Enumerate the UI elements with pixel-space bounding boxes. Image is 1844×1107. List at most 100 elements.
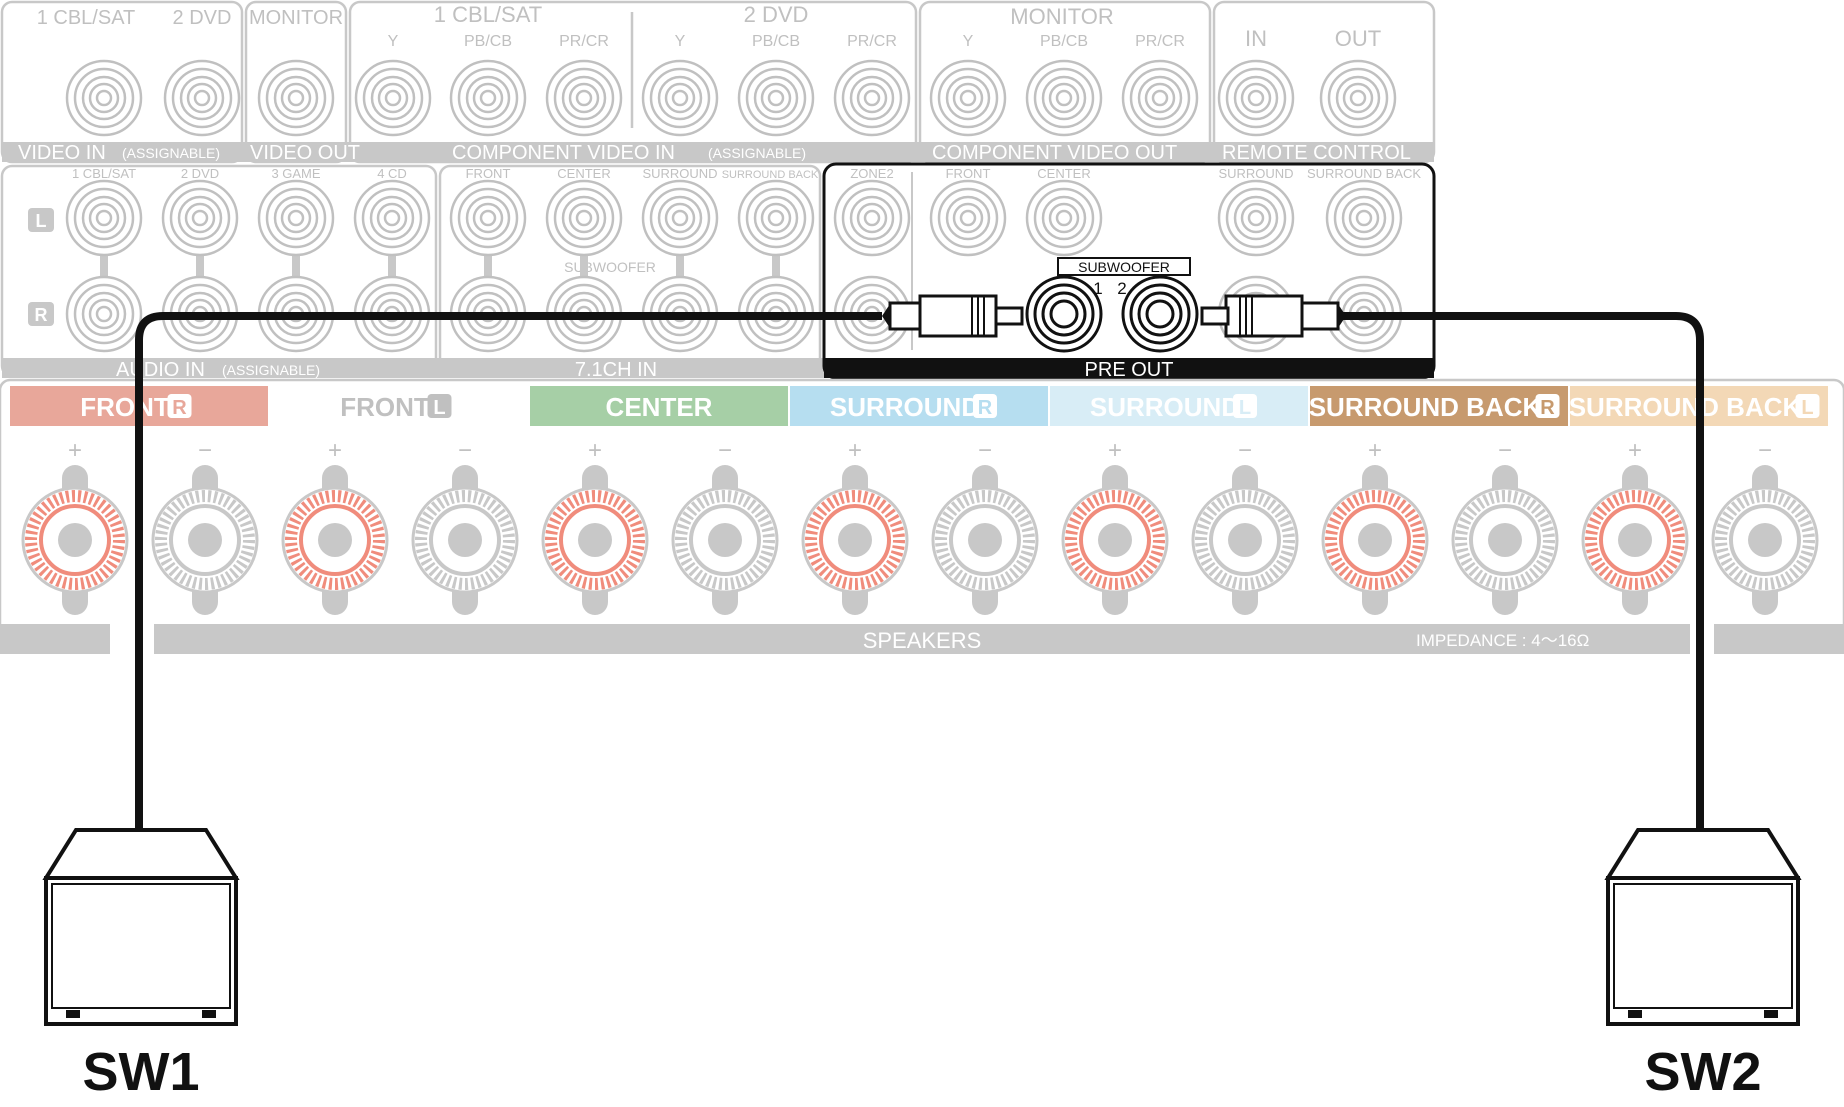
sw2-label: SW2 [1644,1042,1761,1102]
remote-in-jack [1217,59,1295,137]
speaker-group-2-header [530,386,788,426]
speaker-group-5-badge-text: R [1540,397,1555,419]
audio-in-jack-3-label: 3 GAME [271,166,320,181]
speaker-group-5-label: SURROUND BACK [1309,392,1542,422]
speaker-group-3-badge [973,394,997,418]
ch-pr-2: PR/CR [847,33,897,50]
speaker-terminal-minus-sign: − [978,437,992,464]
audio-in-jack-4-label: 4 CD [377,166,407,181]
subwoofer-1-jack [1025,275,1103,353]
ch71-front-label: FRONT [466,166,511,181]
subwoofer-cables [110,294,1714,838]
remote-out-jack [1319,59,1397,137]
component-jack [354,59,432,137]
video-in-jack-1-label: 1 CBL/SAT [37,7,136,29]
speaker-group-4-badge-text: L [1239,397,1251,419]
speaker-group-4-badge [1233,394,1257,418]
video-panel: 1 CBL/SAT 2 DVD MONITOR 1 CBL/SAT 2 DVD … [0,0,1436,164]
ch-pr-3: PR/CR [1135,33,1185,50]
subwoofer-2-number: 2 [1117,279,1126,298]
badge-l: L [36,211,47,231]
component-in-sub: (ASSIGNABLE) [708,145,806,161]
ch71-center-label: CENTER [557,166,610,181]
video-in-label: VIDEO IN [18,142,106,164]
subwoofer-1: SW1 [42,828,240,1102]
pre-out-surround-back-label: SURROUND BACK [1307,166,1421,181]
speaker-terminals: +−+−+−+−+−+−+− [23,437,1817,615]
audio-panel: 1 CBL/SAT 2 DVD 3 GAME 4 CD FRONT CENTER… [0,164,1368,381]
component-out-label: COMPONENT VIDEO OUT [932,142,1177,164]
ch-y-1: Y [388,33,399,50]
ch71-jack [545,179,623,257]
speaker-group-3-badge-text: R [978,397,993,419]
video-in-sub: (ASSIGNABLE) [122,145,220,161]
audio-in-jack-2-label: 2 DVD [181,166,219,181]
pre-out-front-label: FRONT [946,166,991,181]
speaker-group-1-header [270,386,528,426]
ch-pb-2: PB/CB [752,33,800,50]
speaker-terminal-minus-sign: − [1238,437,1252,464]
speaker-group-6-label: SURROUND BACK [1569,392,1802,422]
speaker-terminal-plus-sign: + [1628,437,1642,464]
video-out-label: VIDEO OUT [250,142,360,164]
ch71-label: 7.1CH IN [575,359,657,381]
component-jack [545,59,623,137]
speakers-label: SPEAKERS [863,628,982,653]
speaker-terminal-plus-sign: + [68,437,82,464]
speaker-terminal-minus-sign: − [458,437,472,464]
component-jack [449,59,527,137]
component-out-jack [1025,59,1103,137]
sw1-label: SW1 [82,1042,199,1102]
rca-plug-2-body [1224,294,1304,338]
audio-in-label: AUDIO IN [116,359,205,381]
cable-sw2 [1338,312,1704,838]
component-out-jack [1121,59,1199,137]
audio-in-r-jack [65,275,143,353]
component-in-label: COMPONENT VIDEO IN [452,142,675,164]
remote-out-label: OUT [1335,26,1381,51]
pre-out-panel: ZONE2 FRONT CENTER SURROUND SURROUND BAC… [822,162,1436,381]
ch-y-3: Y [963,33,974,50]
impedance-label: IMPEDANCE : 4～16Ω [1416,631,1589,650]
speaker-terminal-minus-sign: − [718,437,732,464]
pre-out-surround-jack [1217,179,1295,257]
pre-out-front-jack [929,179,1007,257]
speaker-group-5-badge [1535,394,1560,418]
ch-pr-1: PR/CR [559,33,609,50]
pre-out-label: PRE OUT [1085,359,1174,381]
speaker-terminal-minus-sign: − [198,437,212,464]
speaker-terminal-minus-sign: − [1498,437,1512,464]
speaker-group-0-badge-text: R [172,397,187,419]
speaker-group-1-badge-text: L [433,397,445,419]
audio-in-l-jack [65,179,143,257]
subwoofer-1-number: 1 [1093,279,1102,298]
pre-out-center-jack [1025,179,1103,257]
ch71-subwoofer-label: SUBWOOFER [564,259,656,275]
video-in-jack-2 [163,59,241,137]
speaker-terminal-plus-sign: + [328,437,342,464]
ch-pb-1: PB/CB [464,33,512,50]
rca-plug-1-boot [888,301,922,331]
audio-in-sub: (ASSIGNABLE) [222,362,320,378]
pre-out-surround-label: SURROUND [1218,166,1293,181]
speaker-group-3-header [790,386,1048,426]
rca-plug-2-boot [1298,301,1340,331]
speaker-group-3-label: SURROUND [830,392,980,422]
component-out-group-label: MONITOR [1010,4,1113,29]
ch-pb-3: PB/CB [1040,33,1088,50]
ch71-surround-label: SURROUND [642,166,717,181]
speaker-group-0-badge [167,394,192,418]
speaker-terminal-minus-sign: − [1758,437,1772,464]
subwoofer-label: SUBWOOFER [1078,259,1170,275]
component-jack [833,59,911,137]
speaker-group-0-label: FRONT [80,392,170,422]
video-in-jack-1 [65,59,143,137]
speaker-group-4-label: SURROUND [1090,392,1240,422]
ch71-jack [737,179,815,257]
audio-in-l-jack [161,179,239,257]
subwoofer-2: SW2 [1604,828,1802,1102]
ch-y-2: Y [675,33,686,50]
